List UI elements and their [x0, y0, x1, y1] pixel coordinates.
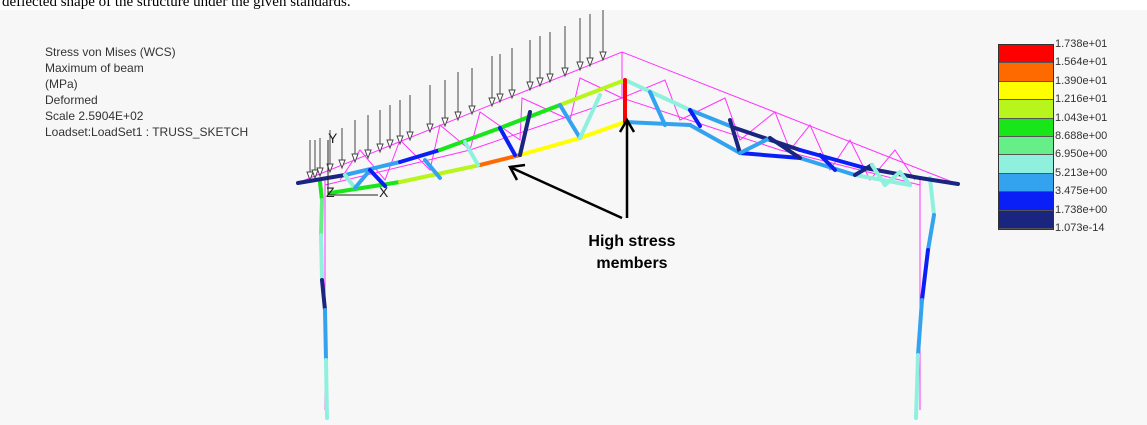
bottom-chord [623, 120, 692, 127]
bottom-chord [478, 153, 522, 167]
bottom-chord [738, 151, 802, 160]
legend-label: 8.688e+00 [1055, 130, 1108, 142]
right-column [928, 176, 936, 217]
web-member [558, 103, 582, 140]
left-column [320, 278, 327, 312]
top-chord [296, 173, 347, 185]
z-axis-label: Z [326, 184, 335, 200]
web-member [648, 90, 667, 127]
legend-label: 1.738e+01 [1055, 38, 1108, 50]
top-chord [623, 78, 692, 112]
bottom-chord [578, 120, 627, 140]
legend-label: 1.216e+01 [1055, 93, 1108, 106]
legend-swatch [999, 100, 1053, 119]
legend-label: 1.738e+00 [1055, 203, 1108, 216]
web-member [578, 93, 602, 140]
top-chord [398, 148, 442, 164]
annotation-arrows [508, 117, 636, 220]
top-chord [688, 108, 737, 130]
top-chord [343, 160, 402, 177]
info-line: Scale 2.5904E+02 [45, 109, 144, 123]
web-member [353, 168, 372, 190]
right-column [914, 353, 920, 420]
legend-label: 1.073e-14 [1055, 222, 1105, 234]
web-member [518, 110, 532, 157]
right-column [916, 298, 924, 357]
result-info-panel: Stress von Mises (WCS) Maximum of beam (… [45, 44, 248, 140]
web-member [688, 108, 702, 128]
deformed-shape [296, 78, 960, 420]
right-column [926, 213, 936, 252]
legend-label: 5.213e+00 [1055, 166, 1108, 179]
legend-label: 3.475e+00 [1055, 185, 1108, 198]
web-member [883, 170, 902, 187]
bottom-chord [398, 163, 482, 184]
fea-viewport[interactable] [0, 10, 1147, 425]
web-member [898, 170, 912, 187]
legend-label: 1.043e+01 [1055, 111, 1108, 124]
legend-swatch [999, 173, 1053, 193]
web-member [853, 163, 874, 177]
web-member [728, 118, 742, 155]
top-chord [798, 148, 867, 170]
legend-swatch [999, 118, 1053, 137]
web-member [368, 168, 387, 188]
top-chord [918, 176, 960, 186]
bottom-chord [328, 180, 402, 195]
legend-swatch [999, 136, 1053, 156]
coordinate-triad [327, 140, 378, 196]
bottom-chord [518, 136, 582, 157]
left-column [323, 308, 328, 362]
legend-bar [998, 44, 1054, 230]
info-line: Deformed [45, 93, 98, 107]
legend-swatch [999, 81, 1053, 101]
applied-loads [306, 10, 607, 182]
x-axis-label: X [379, 184, 389, 200]
top-chord [558, 78, 627, 107]
info-line: Loadset:LoadSet1 : TRUSS_SKETCH [45, 125, 249, 139]
arrow-head [618, 117, 636, 133]
bottom-chord [688, 123, 742, 155]
y-axis-label: Y [328, 130, 338, 146]
legend-swatch [999, 210, 1053, 229]
web-member [768, 136, 802, 160]
annotation-text: High stress members [577, 231, 687, 275]
info-line: (MPa) [45, 77, 78, 91]
legend-swatch [999, 192, 1053, 211]
load-arrow-group [306, 10, 607, 182]
web-member [343, 173, 357, 190]
left-column [319, 233, 324, 282]
right-column [920, 248, 930, 302]
left-column [324, 358, 329, 420]
legend-swatch [999, 155, 1053, 174]
undeformed-bottom-chord [324, 97, 921, 186]
web-member [870, 163, 887, 187]
info-line: Stress von Mises (WCS) [45, 45, 176, 59]
left-column [318, 180, 324, 202]
legend-swatch [999, 45, 1053, 64]
bottom-chord [798, 156, 857, 177]
annotation-line-2: members [596, 255, 668, 272]
web-member [498, 126, 517, 157]
caption-text: deflected shape of the structure under t… [2, 0, 351, 10]
web-member [818, 153, 837, 172]
arrow-to-bottom-chord [511, 166, 623, 220]
info-line: Maximum of beam [45, 61, 144, 75]
web-member [463, 140, 480, 167]
legend-swatch [999, 63, 1053, 82]
web-member [738, 136, 772, 155]
web-member [423, 158, 442, 180]
top-chord [438, 126, 502, 152]
legend-label: 1.390e+01 [1055, 74, 1108, 87]
legend-label: 1.564e+01 [1055, 56, 1108, 69]
arrow-head [508, 163, 526, 181]
left-column [319, 198, 324, 237]
annotation-line-1: High stress [588, 233, 676, 250]
legend-label: 6.950e+00 [1055, 148, 1108, 161]
